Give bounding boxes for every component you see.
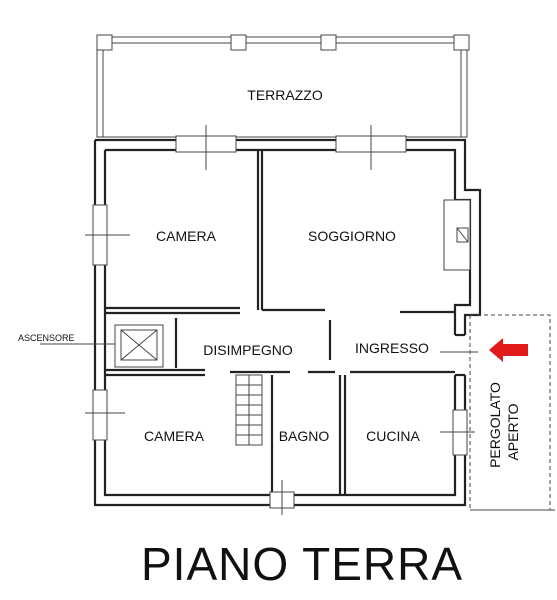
terrace-column [453,34,470,51]
room-label-bedroom-2: CAMERA [144,428,205,444]
terrace-column [320,34,337,51]
terrace-column [96,34,113,51]
lift [40,324,164,368]
terrace-column [230,34,247,51]
room-label-hall: DISIMPEGNO [203,342,293,358]
windows [85,125,478,515]
entrance-arrow-icon [489,338,528,362]
stairs [235,374,263,446]
fireplace [443,199,471,271]
room-label-bathroom: BAGNO [279,428,330,444]
pergola [469,314,555,511]
terrace-railing [96,34,470,138]
pergola-label-line-1: PERGOLATO [487,382,503,468]
pergola-label-line-2: APERTO [505,403,521,460]
room-label-living: SOGGIORNO [308,228,396,244]
lift-label: ASCENSORE [18,333,75,343]
window [92,389,108,441]
outer-walls [93,138,482,507]
room-label-bedroom-1: CAMERA [156,228,217,244]
room-label-kitchen: CUCINA [366,428,420,444]
room-label-entrance: INGRESSO [355,340,429,356]
room-label-terrace: TERRAZZO [247,87,323,103]
interior-walls [105,150,455,495]
floor-title: PIANO TERRA [141,538,463,590]
